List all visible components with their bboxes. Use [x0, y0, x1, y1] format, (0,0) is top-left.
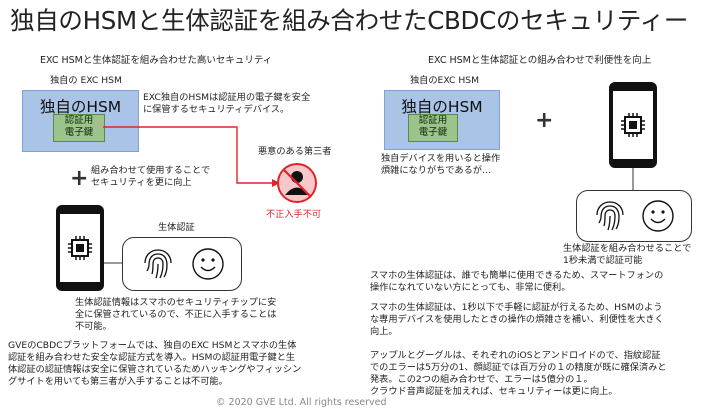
plus-icon: + — [70, 166, 89, 191]
left-hsm-title: 独自のHSM — [39, 98, 122, 116]
left-combine-text: 組み合わせて使用することで セキュリティを更に向上 — [91, 165, 211, 188]
face-icon — [642, 200, 674, 232]
right-hsm-desc: 独自デバイスを用いると操作 煩雑になりがちであるが… — [381, 153, 501, 176]
right-plus-icon: + — [535, 108, 554, 133]
left-hsm-caption: 独自の EXC HSM — [50, 75, 122, 86]
copyright-footer: © 2020 GVE Ltd. All rights reserved — [216, 397, 387, 408]
right-para2: スマホの生体認証は、1秒以下で手軽に認証が行えるため、HSMのよう な専用デバイ… — [370, 302, 664, 337]
left-subtitle: EXC HSMと生体認証を組み合わせた高いセキュリティ — [40, 55, 273, 66]
right-hsm-title: 独自のHSM — [401, 98, 483, 116]
left-phone-icon — [56, 205, 104, 291]
attacker-label: 悪意のある第三者 — [258, 146, 332, 157]
right-para3: アップルとグーグルは、それぞれのiOSとアンドロイドので、指紋認証 でのエラーは… — [370, 350, 667, 397]
fingerprint-icon — [144, 249, 172, 279]
fingerprint-icon — [596, 201, 624, 231]
chip-icon — [621, 113, 645, 137]
right-hsm-caption: 独自のEXC HSM — [410, 75, 479, 86]
left-key-label: 認証用 電子鍵 — [53, 114, 105, 142]
right-combo-text: 生体認証を組み合わせることで 1秒未満で認証可能 — [563, 243, 692, 266]
right-phone-icon — [609, 82, 657, 168]
right-key-label: 認証用 電子鍵 — [408, 114, 458, 142]
left-bottom-text: GVEのCBDCプラットフォームでは、独自のEXC HSMとスマホの生体 認証を… — [8, 340, 302, 387]
left-hsm-desc: EXC独自のHSMは認証用の電子鍵を安全 に保管するセキュリティデバイス。 — [143, 92, 311, 115]
attacker-icon — [277, 163, 317, 203]
right-para1: スマホの生体認証は、誰でも簡単に使用できるため、スマートフォンの 操作になれてい… — [370, 270, 664, 293]
left-bio-desc: 生体認証情報はスマホのセキュリティチップに安 全に保管されているので、不正に入手… — [75, 297, 277, 332]
right-bio-box — [576, 190, 692, 242]
right-subtitle: EXC HSMと生体認証との組み合わせで利便性を向上 — [428, 55, 652, 66]
unauthorized-label: 不正入手不可 — [266, 209, 322, 220]
page-title: 独自のHSMと生体認証を組み合わせたCBDCのセキュリティー — [10, 6, 689, 35]
chip-icon — [68, 236, 92, 260]
face-icon — [192, 248, 224, 280]
left-bio-label: 生体認証 — [158, 222, 195, 233]
left-bio-box — [122, 237, 242, 291]
